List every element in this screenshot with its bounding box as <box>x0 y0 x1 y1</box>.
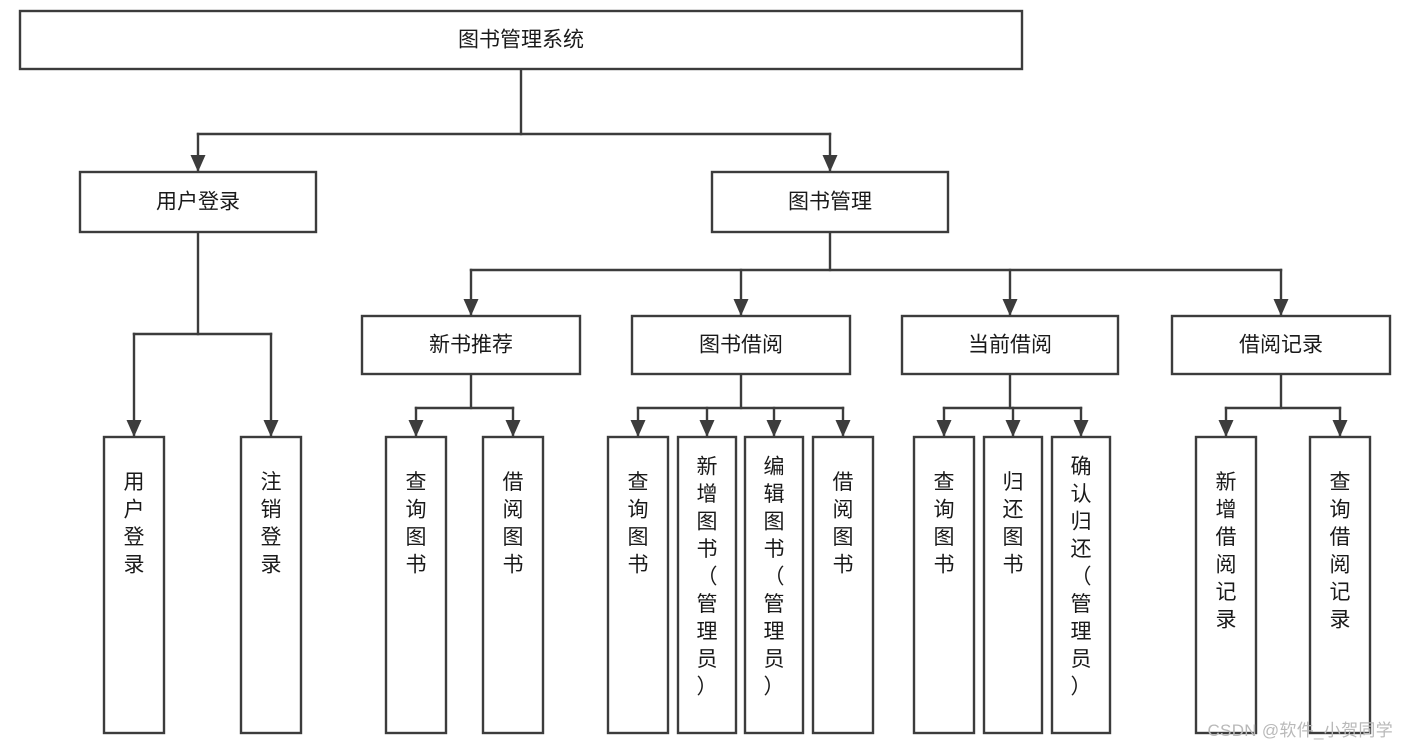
node-label: 借阅图书 <box>833 471 854 577</box>
node-box <box>1194 435 1258 735</box>
tree-node-cb-return-book[interactable]: 归还图书 <box>982 435 1044 735</box>
node-box <box>1308 435 1372 735</box>
node-box <box>900 314 1120 376</box>
node-box <box>912 435 976 735</box>
node-label: 图书管理系统 <box>458 29 584 52</box>
connector-arrowhead <box>630 420 646 437</box>
connector-arrowhead <box>766 420 782 437</box>
node-layer: 图书管理系统用户登录用户登录注销登录图书管理新书推荐查询图书借阅图书图书借阅查询… <box>18 9 1392 735</box>
tree-node-new-book-recommend[interactable]: 新书推荐 <box>360 314 582 376</box>
tree-node-user-login[interactable]: 用户登录 <box>78 170 318 234</box>
node-box <box>630 314 852 376</box>
connector-arrowhead <box>733 299 749 316</box>
tree-node-cb-confirm-return[interactable]: 确认归还（管理员） <box>1050 435 1112 735</box>
connector-arrowhead <box>1002 299 1018 316</box>
connector-arrowhead <box>408 420 424 437</box>
node-label: 当前借阅 <box>968 334 1052 357</box>
tree-node-root[interactable]: 图书管理系统 <box>18 9 1024 71</box>
connector-arrowhead <box>822 155 838 172</box>
tree-node-bb-query-book[interactable]: 查询图书 <box>606 435 670 735</box>
node-box <box>481 435 545 735</box>
node-label: 查询图书 <box>628 471 649 577</box>
tree-node-bb-borrow-book[interactable]: 借阅图书 <box>811 435 875 735</box>
connector-arrowhead <box>1332 420 1348 437</box>
connector-arrowhead <box>1005 420 1021 437</box>
connector-arrowhead <box>936 420 952 437</box>
node-label: 新书推荐 <box>429 334 513 357</box>
tree-node-bb-add-book[interactable]: 新增图书（管理员） <box>676 435 738 735</box>
tree-node-nbr-query-book[interactable]: 查询图书 <box>384 435 448 735</box>
connector-arrowhead <box>835 420 851 437</box>
node-label: 注销登录 <box>261 471 282 577</box>
node-label: 新增图书（管理员） <box>697 456 718 699</box>
node-box <box>982 435 1044 735</box>
connector-arrowhead <box>126 420 142 437</box>
tree-node-br-add-record[interactable]: 新增借阅记录 <box>1194 435 1258 735</box>
node-box <box>102 435 166 735</box>
connector-arrowhead <box>1218 420 1234 437</box>
tree-node-user-logout[interactable]: 注销登录 <box>239 435 303 735</box>
node-label: 借阅图书 <box>503 471 524 577</box>
node-label: 用户登录 <box>124 471 145 577</box>
node-label: 编辑图书（管理员） <box>764 456 785 699</box>
tree-node-book-manage[interactable]: 图书管理 <box>710 170 950 234</box>
tree-node-bb-edit-book[interactable]: 编辑图书（管理员） <box>743 435 805 735</box>
node-box <box>1170 314 1392 376</box>
node-label: 查询借阅记录 <box>1330 471 1351 632</box>
node-label: 新增借阅记录 <box>1216 471 1237 632</box>
connector-arrowhead <box>463 299 479 316</box>
node-box <box>743 435 805 735</box>
tree-node-br-query-record[interactable]: 查询借阅记录 <box>1308 435 1372 735</box>
node-label: 用户登录 <box>156 191 240 214</box>
node-box <box>676 435 738 735</box>
node-box <box>360 314 582 376</box>
node-label: 图书管理 <box>788 191 872 214</box>
node-box <box>606 435 670 735</box>
connector-arrowhead <box>699 420 715 437</box>
node-box <box>78 170 318 234</box>
tree-node-cb-query-book[interactable]: 查询图书 <box>912 435 976 735</box>
node-label: 查询图书 <box>406 471 427 577</box>
node-box <box>18 9 1024 71</box>
node-box <box>811 435 875 735</box>
connector-arrowhead <box>1073 420 1089 437</box>
tree-node-borrow-record[interactable]: 借阅记录 <box>1170 314 1392 376</box>
tree-node-current-borrow[interactable]: 当前借阅 <box>900 314 1120 376</box>
tree-node-nbr-borrow-book[interactable]: 借阅图书 <box>481 435 545 735</box>
node-label: 借阅记录 <box>1239 334 1323 357</box>
connector-arrowhead <box>263 420 279 437</box>
connector-arrowhead <box>190 155 206 172</box>
node-box <box>384 435 448 735</box>
connector-arrowhead <box>505 420 521 437</box>
node-label: 归还图书 <box>1003 471 1024 577</box>
connector-arrowhead <box>1273 299 1289 316</box>
node-label: 图书借阅 <box>699 334 783 357</box>
tree-node-user-login-do[interactable]: 用户登录 <box>102 435 166 735</box>
tree-node-book-borrow[interactable]: 图书借阅 <box>630 314 852 376</box>
connector-layer <box>126 67 1348 439</box>
node-label: 查询图书 <box>934 471 955 577</box>
node-box <box>710 170 950 234</box>
node-label: 确认归还（管理员） <box>1071 456 1092 699</box>
node-box <box>239 435 303 735</box>
node-box <box>1050 435 1112 735</box>
